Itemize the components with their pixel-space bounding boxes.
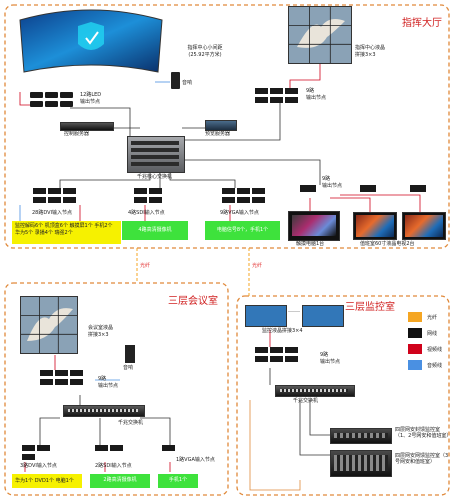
core-switch-label: 千兆核心交换机	[137, 174, 173, 180]
meeting-speaker-icon	[125, 345, 135, 363]
preview-server-label: 预览服务器	[205, 131, 231, 137]
legend-label-video: 视频线	[427, 346, 443, 353]
meeting-dvi-label: 3路DVI输入节点	[20, 463, 57, 469]
vga-sources-box: 电脑信号8个，手机1个	[205, 221, 280, 240]
monitor-switch-icon	[275, 385, 355, 397]
output-node-right-3	[410, 185, 426, 192]
preview-server-icon	[205, 120, 237, 131]
output-9-name-top: 输出节点	[306, 95, 327, 101]
monitor-wall-right	[302, 305, 344, 327]
meeting-switch-icon	[63, 405, 145, 417]
lcd-wall-title: 指挥中心液晶	[355, 45, 386, 51]
meeting-switch-label: 千兆交换机	[118, 420, 144, 426]
meeting-wall-layout: 拼接3×3	[88, 332, 109, 338]
nvr-2-label: 四层网安网馈监控室（3号网安和值班室）	[395, 453, 449, 465]
line-legend: 光纤 网线 视频线 音频线	[408, 310, 448, 370]
nvr-1-label: 四层网安封馈监控室（1、2号网安和值班室）	[395, 427, 452, 439]
monitor-output-count: 9路	[320, 352, 329, 358]
touch-screen-display	[288, 211, 340, 241]
output-node-right-2	[360, 185, 376, 192]
meeting-dvi-sources-box: 华为1个 DVD1个 电脑1个	[12, 474, 82, 488]
meeting-vga-node	[162, 445, 175, 451]
meeting-output-name: 输出节点	[98, 383, 119, 389]
output-node-group-right	[300, 185, 316, 192]
control-server-label: 控制服务器	[64, 131, 90, 137]
dvi-sources-box: 监控解码6个 机顶盒6个 触摸屏1个 手机2个 华为5个 录播4个 瑞强2个	[12, 221, 121, 244]
speaker-label: 音响	[182, 80, 193, 86]
legend-label-fiber: 光纤	[427, 314, 438, 321]
meeting-speaker-label: 音响	[123, 365, 134, 371]
meeting-sdi-node-group	[95, 445, 125, 461]
zone-title-command-hall: 指挥大厅	[402, 18, 442, 29]
meeting-vga-label: 1路VGA输入节点	[176, 457, 215, 463]
dvi-input-label: 28路DVI输入节点	[32, 210, 73, 216]
monitor-wall-left	[245, 305, 287, 327]
legend-row-fiber: 光纤	[408, 310, 437, 324]
zone-title-monitor-room: 三层监控室	[345, 302, 395, 313]
monitor-output-name: 输出节点	[320, 359, 341, 365]
meeting-vga-sources-box: 手机1个	[158, 474, 198, 488]
duty-tv-label: 值班室60寸液晶电视2台	[360, 241, 415, 247]
vga-input-node-group	[222, 188, 267, 208]
duty-tv-right	[402, 212, 446, 240]
output-9-count-top: 9路	[306, 88, 315, 94]
duty-tv-left	[353, 212, 397, 240]
nvr-device-2	[330, 450, 392, 477]
output-9-name-right: 输出节点	[322, 183, 343, 189]
legend-row-network: 网线	[408, 326, 437, 340]
monitor-output-node-group	[255, 347, 300, 363]
led-output-node-group	[30, 92, 75, 108]
legend-swatch-fiber	[408, 312, 422, 322]
meeting-dvi-node-group	[22, 445, 52, 461]
meeting-sdi-label: 2路SDI输入节点	[95, 463, 132, 469]
lcd-wall-3x3	[288, 6, 352, 64]
meeting-sdi-sources-box: 2路高清摄像机	[90, 474, 150, 488]
meeting-output-node-group	[40, 370, 85, 386]
speaker-icon	[171, 72, 180, 89]
small-screen-title: 指挥中心小间距	[187, 45, 223, 51]
vga-input-label: 9路VGA输入节点	[220, 210, 259, 216]
legend-swatch-network	[408, 328, 422, 338]
dvi-input-node-group	[33, 188, 78, 208]
meeting-wall-title: 会议室液晶	[88, 325, 114, 331]
monitor-wall-label: 监控液晶拼接3×4	[262, 328, 303, 334]
core-switch-chassis	[127, 136, 185, 173]
led-curved-screen	[18, 8, 164, 78]
legend-swatch-audio	[408, 360, 422, 370]
led-output-name: 输出节点	[80, 99, 101, 105]
legend-label-network: 网线	[427, 330, 438, 337]
nvr-device-1	[330, 428, 392, 444]
fiber-label-right: 光纤	[252, 263, 263, 269]
meeting-lcd-wall-3x3	[20, 296, 78, 354]
legend-row-audio: 音频线	[408, 358, 442, 372]
sdi-input-node-group	[134, 188, 164, 208]
output-9-count-right: 9路	[322, 176, 331, 182]
led-output-count: 12路LED	[80, 92, 102, 98]
small-screen-area: (25.92平方米)	[188, 52, 222, 58]
control-server-icon	[60, 122, 114, 131]
sdi-sources-box: 4路高清摄像机	[122, 221, 188, 240]
lcd-wall-layout: 拼接3×3	[355, 52, 376, 58]
meeting-output-count: 9路	[98, 376, 107, 382]
zone-title-meeting-room: 三层会议室	[168, 296, 218, 307]
legend-row-video: 视频线	[408, 342, 442, 356]
monitor-switch-label: 千兆交换机	[293, 398, 319, 404]
output-node-group-top	[255, 88, 300, 104]
touch-screen-label: 触摸电脑1台	[296, 241, 325, 247]
monitor-wall-ellipsis: ……	[288, 307, 300, 314]
legend-swatch-video	[408, 344, 422, 354]
sdi-input-label: 4路SDI输入节点	[128, 210, 165, 216]
legend-label-audio: 音频线	[427, 362, 443, 369]
fiber-label-left: 光纤	[140, 263, 151, 269]
